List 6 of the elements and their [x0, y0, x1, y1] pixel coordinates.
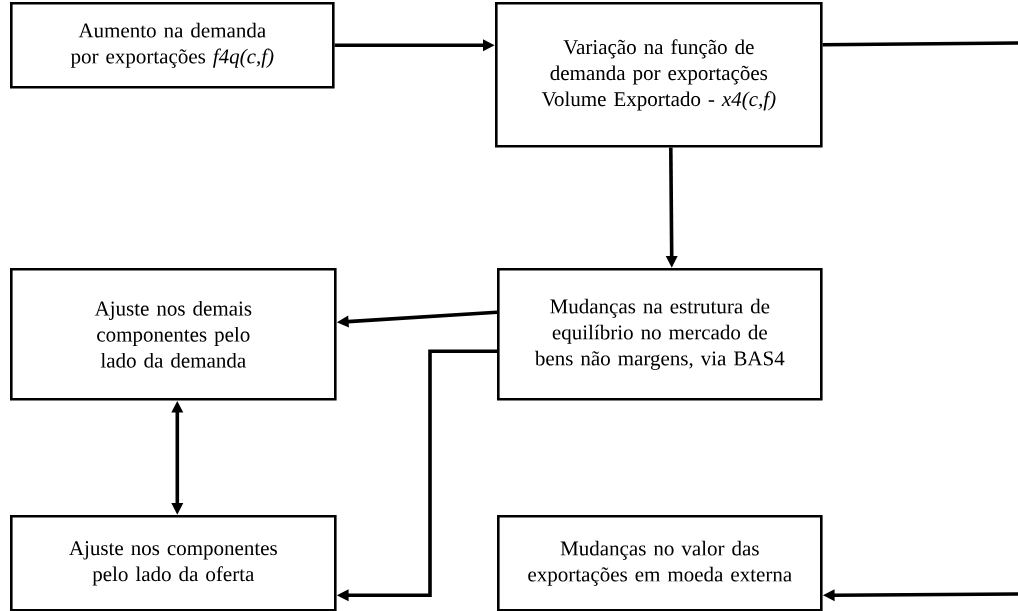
process-box: Ajuste nos demais componentes pelo lado da demanda: [10, 268, 337, 401]
process-box: Mudanças na estrutura de equilíbrio no mercado de bens não margens, via BAS4: [497, 268, 823, 401]
process-box: Aumento na demanda por exportações f4q(c,f): [10, 2, 335, 89]
process-box: Ajuste nos componentes pelo lado da oferta: [10, 515, 337, 611]
process-box: Mudanças no valor das exportações em moeda externa: [497, 515, 823, 611]
process-box: Variação na função de demanda por exportações Volume Exportado - x4(c,f): [495, 2, 823, 148]
